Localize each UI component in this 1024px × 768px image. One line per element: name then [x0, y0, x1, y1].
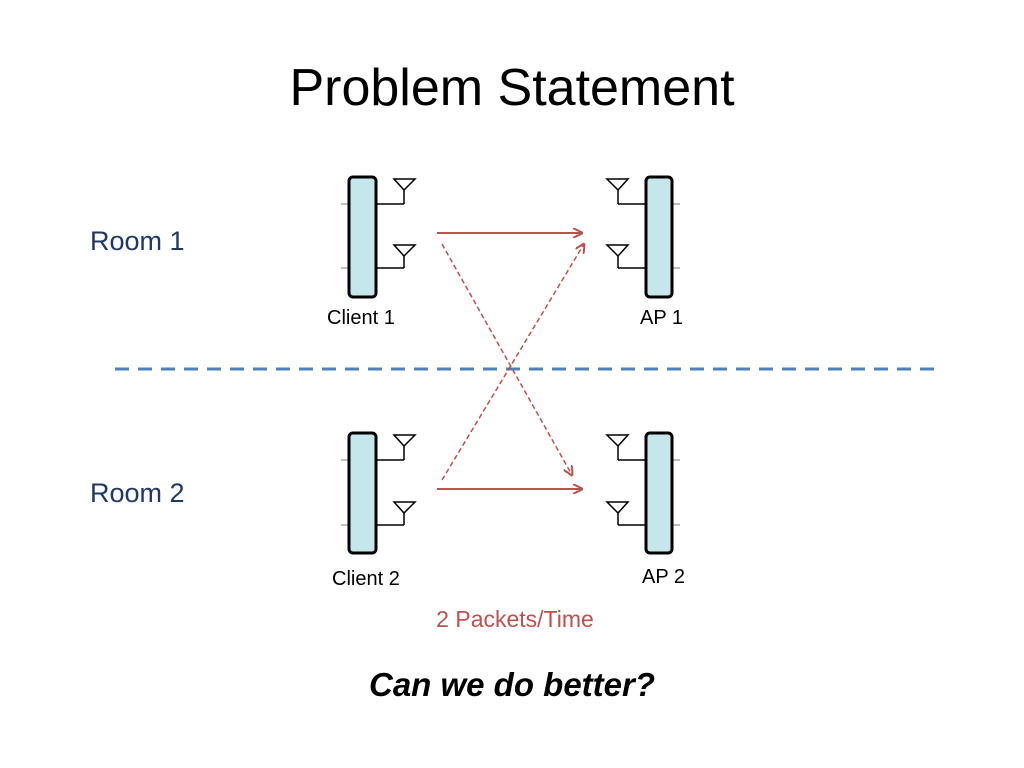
slide-title: Problem Statement [289, 59, 735, 117]
ap-2-device [605, 431, 680, 555]
closing-question: Can we do better? [368, 666, 656, 703]
throughput-label: 2 Packets/Time [436, 606, 594, 632]
ap-2-label: AP 2 [642, 566, 685, 588]
antenna-icon [605, 501, 646, 526]
antenna-icon [605, 244, 646, 269]
client-2-device [341, 431, 417, 555]
antenna-icon [605, 434, 646, 461]
antenna-icon [376, 434, 417, 461]
interference-client2-to-ap1 [441, 244, 584, 481]
antenna-icon [376, 501, 417, 526]
interference-client1-to-ap2 [441, 243, 572, 475]
antenna-icon [605, 178, 646, 205]
room-1-label: Room 1 [90, 226, 185, 256]
ap-1-label: AP 1 [640, 307, 683, 329]
room-2-label: Room 2 [90, 478, 185, 508]
antenna-icon [376, 178, 417, 205]
antenna-icon [376, 244, 417, 269]
client-1-label: Client 1 [327, 307, 395, 329]
client-1-device [341, 175, 417, 299]
ap-1-device [605, 175, 680, 299]
client-2-label: Client 2 [332, 568, 400, 590]
